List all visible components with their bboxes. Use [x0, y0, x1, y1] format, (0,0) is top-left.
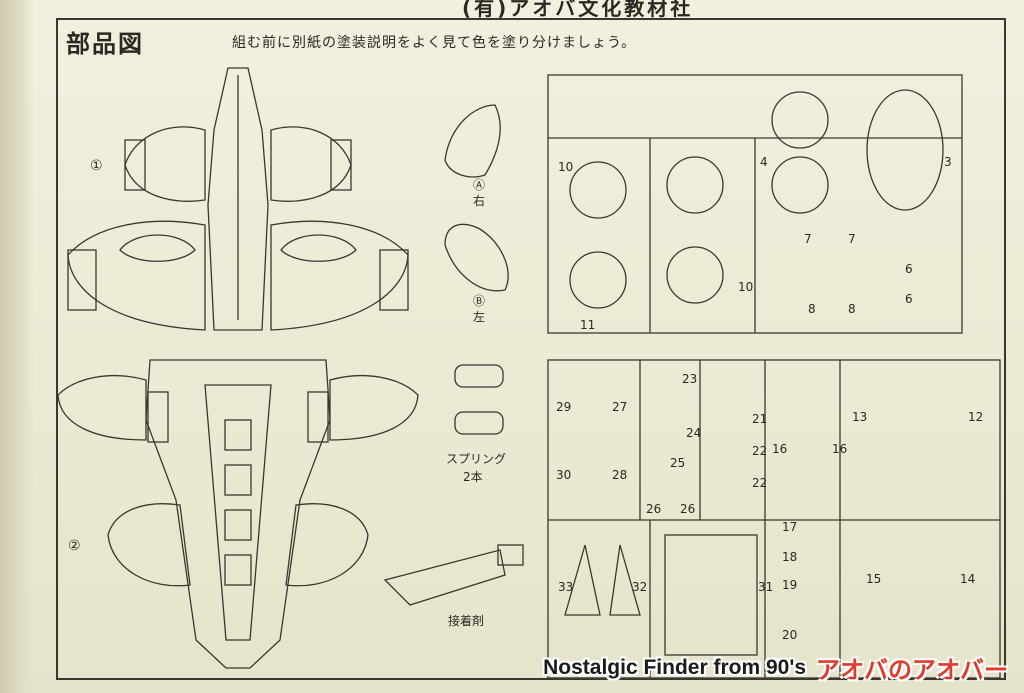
runner-number: 7 [804, 232, 812, 246]
runner-number: 31 [758, 580, 774, 594]
runner-number: 22 [752, 476, 768, 490]
runner-number: 8 [808, 302, 816, 316]
glue-label: 接着剤 [448, 614, 485, 628]
runner-number: 6 [905, 262, 913, 276]
painting-instruction-note: 組む前に別紙の塗装説明をよく見て色を塗り分けましょう。 [232, 35, 637, 51]
publisher-name: (有)アオバ文化教材社 [462, 0, 694, 20]
site-watermark: Nostalgic Finder from 90's アオバのアオバー [543, 650, 1008, 685]
ship-part-1-drawing [67, 67, 409, 331]
runner-number: 11 [580, 318, 596, 332]
runner-number: 21 [752, 412, 768, 426]
runner-number: 19 [782, 578, 798, 592]
glue-tube-drawing [383, 544, 524, 606]
runner-number: 22 [752, 444, 768, 458]
spring-label: スプリング [446, 452, 507, 466]
runner-number: 10 [558, 160, 574, 174]
part-label-1: ① [90, 158, 103, 174]
runner-number: 6 [905, 292, 913, 306]
runner-number: 16 [772, 442, 788, 456]
canopy-parts-drawing [444, 104, 509, 292]
runner-number: 27 [612, 400, 628, 414]
runner-number: 26 [680, 502, 696, 516]
runner-number: 20 [782, 628, 798, 642]
page-edge-shadow [0, 0, 34, 693]
runner-number: 4 [760, 155, 768, 169]
runner-number: 29 [556, 400, 572, 414]
part-label-b: Ⓑ [473, 294, 486, 308]
runner-number: 24 [686, 426, 702, 440]
watermark-logo: アオバのアオバー [816, 656, 1008, 684]
runner-number: 28 [612, 468, 628, 482]
runner-number: 10 [738, 280, 754, 294]
part-label-a: Ⓐ [473, 178, 486, 192]
part-label-a-side: 右 [473, 194, 486, 208]
ship-part-2-drawing [57, 359, 419, 669]
springs-drawing [454, 364, 504, 435]
runner-number: 13 [852, 410, 868, 424]
part-label-b-side: 左 [473, 310, 486, 324]
runner-number: 18 [782, 550, 798, 564]
part-label-2: ② [68, 538, 81, 554]
runner-number: 12 [968, 410, 984, 424]
runner-number: 23 [682, 372, 698, 386]
runner-number: 3 [944, 155, 952, 169]
runner-number: 7 [848, 232, 856, 246]
runner-number: 17 [782, 520, 798, 534]
runner-number: 26 [646, 502, 662, 516]
page-title: 部品図 [66, 30, 144, 58]
runner-number: 30 [556, 468, 572, 482]
spring-count: 2本 [463, 470, 483, 484]
runner-number: 15 [866, 572, 882, 586]
runner-number: 33 [558, 580, 574, 594]
runner-number: 25 [670, 456, 686, 470]
top-sprue-runner-drawing [547, 74, 963, 334]
runner-number: 16 [832, 442, 848, 456]
watermark-text: Nostalgic Finder from 90's [543, 655, 806, 679]
runner-number: 14 [960, 572, 976, 586]
runner-number: 32 [632, 580, 648, 594]
bottom-sprue-runner-drawing [547, 359, 1001, 679]
parts-diagram-frame [56, 18, 1006, 680]
runner-number: 8 [848, 302, 856, 316]
